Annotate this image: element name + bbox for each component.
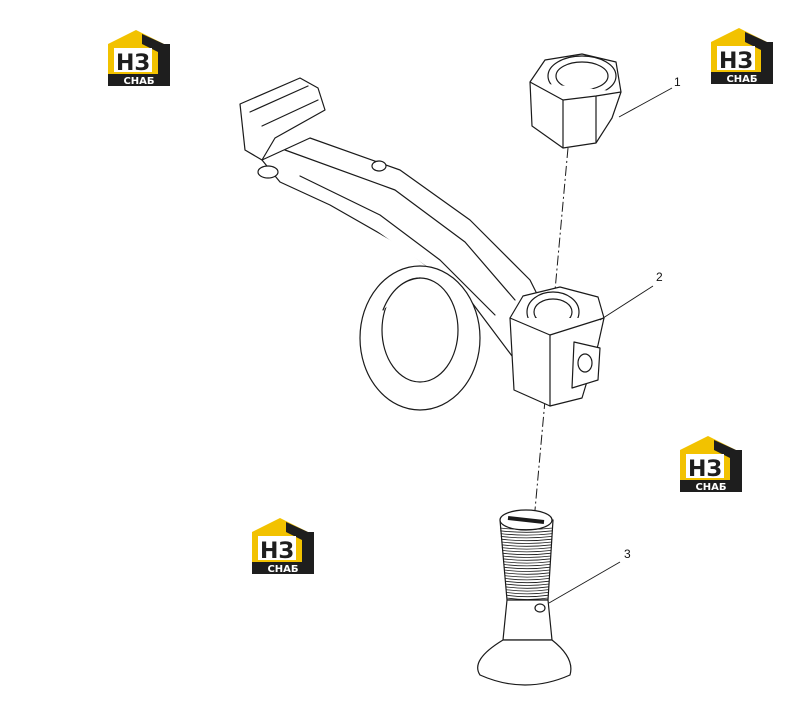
screw-thread-line [501, 547, 552, 550]
callout-2: 2 [656, 270, 663, 284]
screw-thread-line [505, 589, 549, 592]
part-adjusting-screw [477, 509, 572, 686]
screw-thread-line [500, 533, 553, 536]
watermark-logo-top-left: НЗ СНАБ [108, 30, 170, 87]
watermark-letters: НЗ [116, 51, 150, 76]
screw-thread-line [500, 530, 553, 533]
screw-thread-line [505, 580, 550, 584]
screw-thread-line [501, 544, 552, 547]
screw-thread-line [500, 536, 553, 539]
callout-1: 1 [674, 75, 681, 89]
screw-thread-line [506, 592, 549, 595]
screw-thread-line [504, 575, 550, 578]
screw-thread-line [501, 541, 553, 544]
watermark-caption: СНАБ [267, 564, 298, 575]
screw-thread-line [505, 586, 550, 589]
leader-lines [548, 87, 673, 604]
screw-thread-line [503, 564, 551, 567]
part-hex-nut [529, 53, 622, 149]
callout-3: 3 [624, 547, 631, 561]
screw-thread-line [504, 578, 550, 581]
screw-thread-line [504, 572, 550, 575]
screw-thread-line [503, 569, 551, 572]
watermark-letters: НЗ [719, 49, 753, 74]
screw-thread-line [499, 527, 554, 530]
screw-thread-line [503, 561, 551, 564]
screw-thread-line [505, 583, 550, 586]
watermark-caption: СНАБ [695, 482, 726, 493]
screw-thread-line [506, 594, 549, 598]
screw-thread-line [502, 552, 552, 556]
watermark-letters: НЗ [260, 539, 294, 564]
screw-thread-line [502, 558, 551, 561]
watermark-logo-top-right: НЗ СНАБ [711, 28, 773, 85]
screw-thread-line [506, 597, 549, 600]
watermark-letters: НЗ [688, 457, 722, 482]
watermark-caption: СНАБ [726, 74, 757, 85]
part-rocker-arm [239, 77, 605, 411]
screw-thread-line [502, 555, 552, 558]
screw-thread-line [502, 550, 552, 553]
watermark-logo-bottom-left: НЗ СНАБ [252, 518, 314, 575]
screw-thread-line [501, 538, 553, 542]
watermark-logo-right: НЗ СНАБ [680, 436, 742, 493]
screw-thread-line [503, 566, 551, 570]
watermark-caption: СНАБ [123, 76, 154, 87]
